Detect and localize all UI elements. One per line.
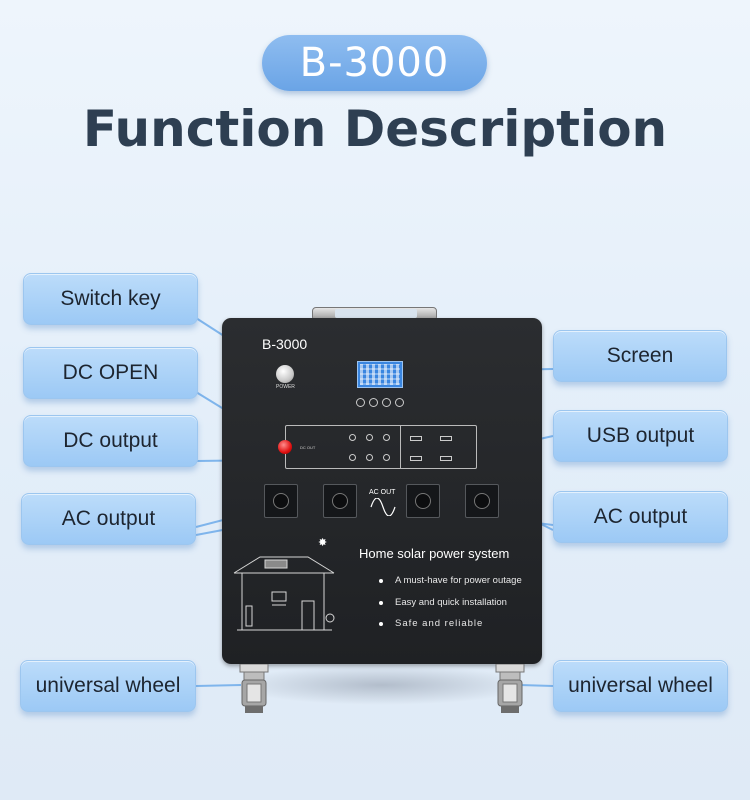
screen-button [382, 398, 391, 407]
page-title: Function Description [82, 100, 668, 158]
label-ac-output-left: AC output [21, 493, 196, 545]
device-model-text: B-3000 [262, 336, 308, 352]
bullet-dot [379, 622, 383, 626]
screen-buttons [356, 398, 404, 407]
spark-icon: ✸ [318, 537, 328, 549]
device-shadow [232, 665, 532, 705]
ac-outlet [465, 484, 499, 518]
dc-port [383, 454, 390, 461]
sine-wave-icon [370, 498, 396, 516]
power-button-icon [276, 365, 294, 383]
label-universal-wheel-right: universal wheel [553, 660, 728, 712]
feature-item: Safe and reliable [395, 618, 484, 629]
dc-port [349, 454, 356, 461]
right-wheel-icon [495, 664, 525, 713]
dc-out-label: DC OUT [300, 445, 316, 450]
label-universal-wheel-left: universal wheel [20, 660, 196, 712]
dc-port [366, 454, 373, 461]
usb-port [410, 436, 422, 441]
label-screen: Screen [553, 330, 727, 382]
panel-title: Home solar power system [359, 546, 510, 561]
leader-wheel-left [195, 684, 242, 687]
label-switch-key: Switch key [23, 273, 198, 325]
feature-item: A must-have for power outage [395, 575, 522, 586]
label-dc-output: DC output [23, 415, 198, 467]
ac-outlet [323, 484, 357, 518]
usb-port [410, 456, 422, 461]
screen-button [369, 398, 378, 407]
panel-divider [400, 425, 401, 469]
usb-port [440, 436, 452, 441]
ac-out-label: AC OUT [369, 489, 396, 496]
label-ac-output-right: AC output [553, 491, 728, 543]
dc-port [366, 434, 373, 441]
label-dc-open: DC OPEN [23, 347, 198, 399]
feature-item: Easy and quick installation [395, 597, 507, 608]
lcd-screen [357, 361, 403, 388]
power-label: POWER [276, 384, 295, 390]
ac-outlet [406, 484, 440, 518]
leader-wheel-right [519, 684, 554, 687]
model-badge: B-3000 [262, 35, 487, 91]
label-usb-output: USB output [553, 410, 728, 462]
bullet-dot [379, 579, 383, 583]
bullet-dot [379, 601, 383, 605]
screen-button [356, 398, 365, 407]
lcd-segments [360, 364, 400, 385]
house-icon [233, 556, 335, 631]
ac-outlet [264, 484, 298, 518]
dc-open-button [278, 440, 292, 454]
dc-port [349, 434, 356, 441]
left-wheel-icon [239, 664, 269, 713]
screen-button [395, 398, 404, 407]
usb-port [440, 456, 452, 461]
handle-opening [335, 309, 417, 318]
dc-port [383, 434, 390, 441]
